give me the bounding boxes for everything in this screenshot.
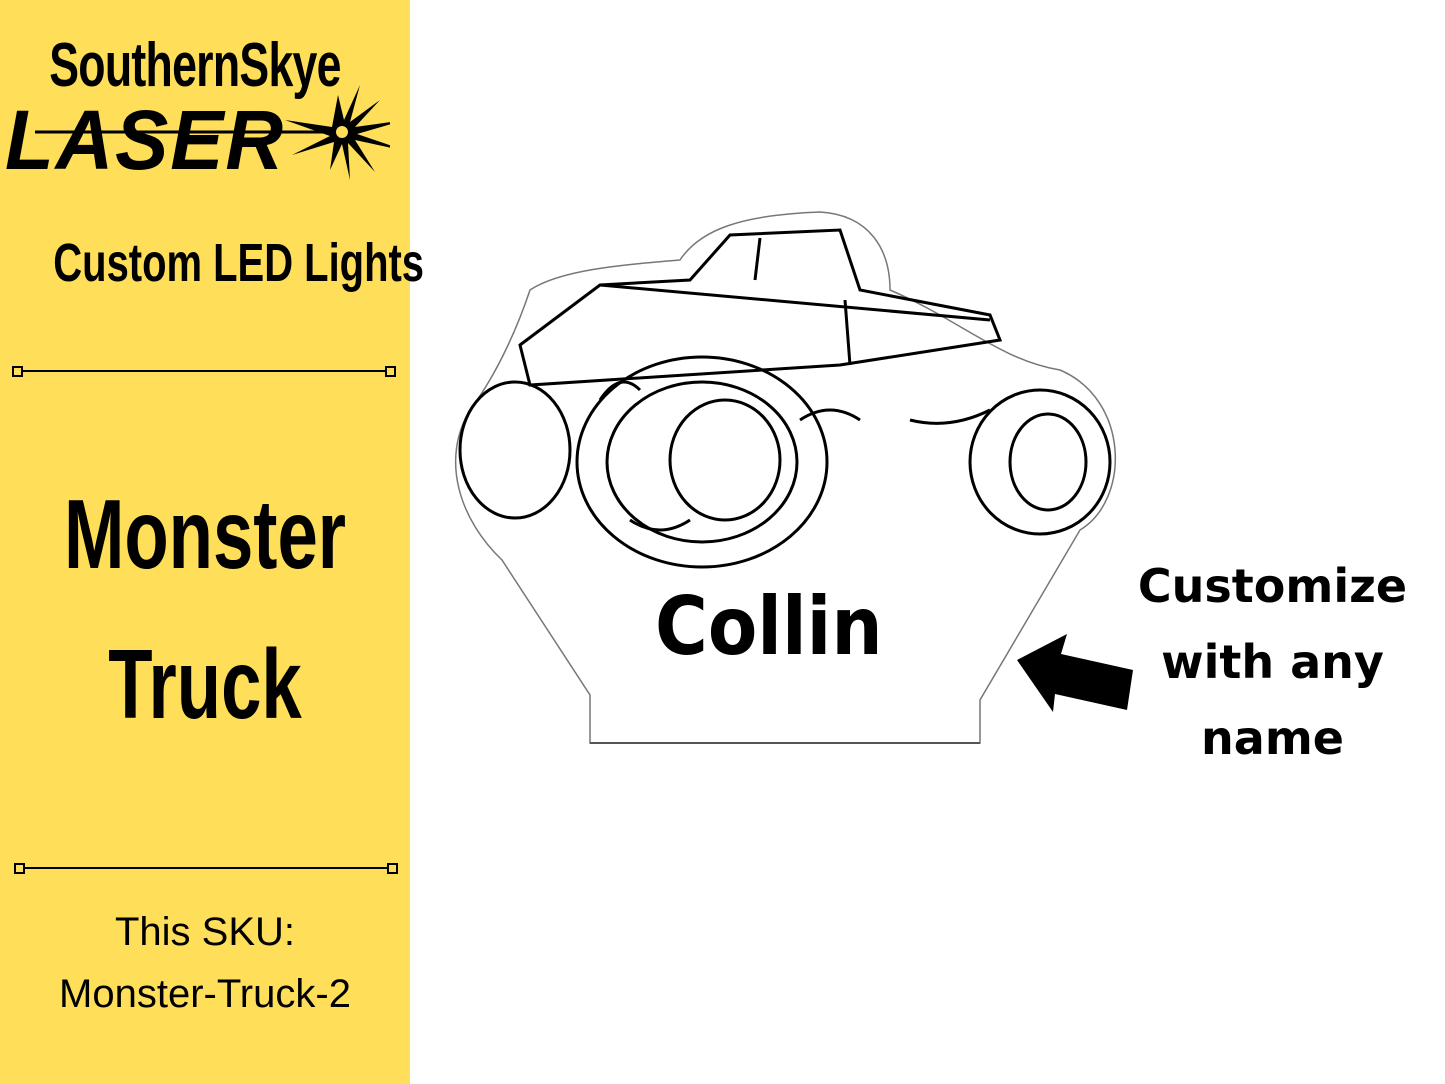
divider-top <box>12 366 396 377</box>
brand-logo-name: SouthernSkye <box>49 31 341 100</box>
laser-starburst-icon <box>35 85 390 180</box>
sidebar-subtitle: Custom LED Lights <box>53 233 425 293</box>
product-title-line1: Monster <box>63 479 347 589</box>
callout-line3: name <box>1201 711 1344 765</box>
arrow-left-icon <box>1017 634 1133 712</box>
divider-bottom <box>14 863 398 874</box>
led-lamp-outline-illustration <box>454 211 1116 744</box>
product-title-line2: Truck <box>108 629 302 739</box>
callout-line2: with any <box>1161 635 1384 689</box>
sku-value: Monster-Truck-2 <box>59 972 351 1016</box>
sidebar-panel: SouthernSkye LASER Custom LED Lights Mon… <box>0 0 425 1084</box>
sku-label: This SKU: <box>114 910 296 954</box>
callout-line1: Customize <box>1137 559 1408 613</box>
custom-name-text: Collin <box>655 580 883 673</box>
brand-logo-laser: LASER <box>5 93 285 187</box>
customize-callout: Customize with any name <box>1115 548 1430 776</box>
